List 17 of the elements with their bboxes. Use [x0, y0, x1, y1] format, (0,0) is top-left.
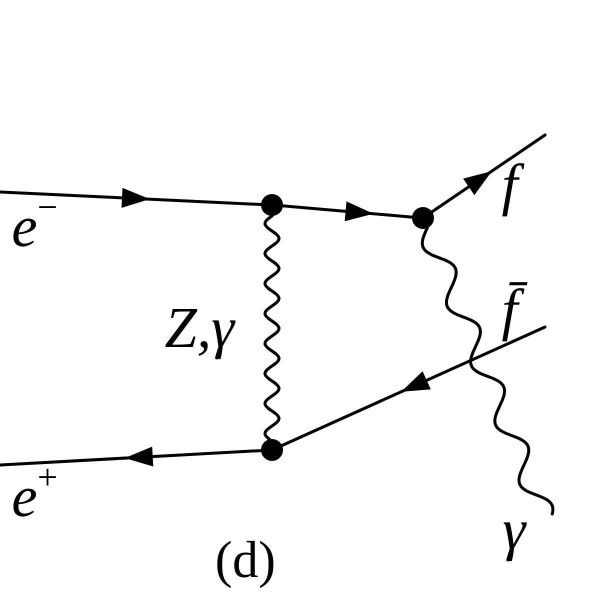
arrow: [0, 188, 262, 208]
vertex-dot: [261, 194, 283, 216]
particle-label: Z,γ: [164, 294, 236, 362]
vertex-dot: [261, 439, 283, 461]
arrow: [280, 326, 546, 447]
panel-label: (d): [215, 535, 276, 587]
particle-label: f: [490, 149, 530, 222]
wavy-line: [420, 226, 554, 516]
particle-label: f̄: [490, 274, 530, 346]
particle-label: γ: [502, 496, 528, 564]
vertex-dot: [412, 207, 434, 229]
particle-label: e$^{−}$: [10, 191, 59, 261]
arrow: [430, 134, 546, 214]
wavy-line: [264, 214, 280, 440]
arrow: [282, 201, 414, 222]
arrow: [0, 446, 262, 467]
particle-label: e$^{+}$: [10, 461, 59, 531]
